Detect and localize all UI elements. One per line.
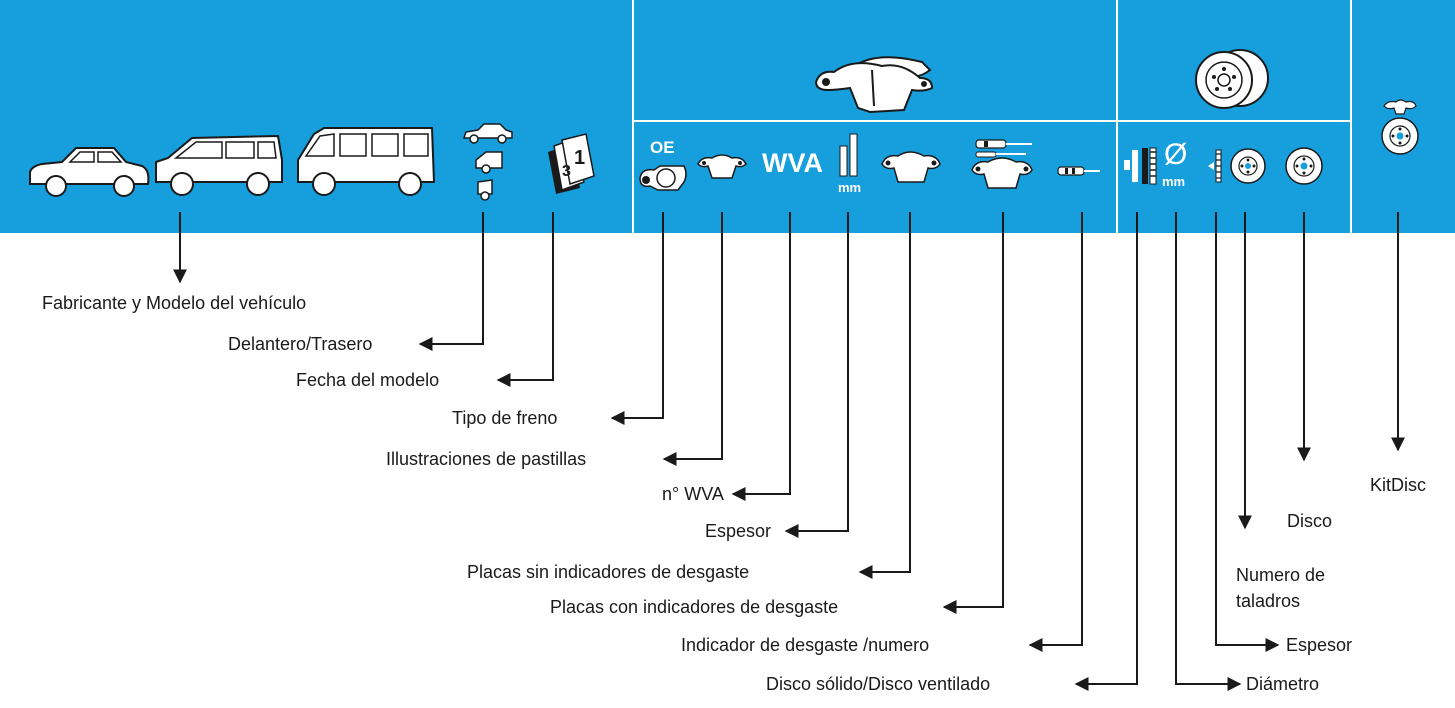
label-front-rear: Delantero/Trasero	[228, 334, 373, 354]
leader-pads-with	[942, 212, 1004, 614]
leader-thickness	[784, 212, 849, 538]
label-wva-number: n° WVA	[662, 484, 724, 504]
discs-pair-icon	[1195, 49, 1269, 109]
diameter-symbol: Ø	[1164, 138, 1188, 171]
wear-indicator-icon	[1057, 166, 1100, 176]
pads-row-divider	[632, 120, 1116, 122]
van-icon	[297, 127, 436, 196]
svg-text:3: 3	[562, 163, 571, 180]
suv-icon	[155, 134, 283, 196]
leader-front-rear	[418, 212, 484, 351]
disc-thickness-holes-icon	[1208, 148, 1266, 184]
leader-model-date	[496, 212, 554, 387]
thickness-icon	[839, 133, 858, 177]
label-solid-ventilated: Disco sólido/Disco ventilado	[766, 674, 991, 694]
label-holes: Numero de taladros	[1236, 565, 1326, 611]
pad-with-indicator-icon	[971, 139, 1033, 189]
label-wear-indicator: Indicador de desgaste /numero	[681, 635, 930, 655]
label-pad-illustrations: Illustraciones de pastillas	[386, 449, 587, 469]
mm-label-diameter: mm	[1162, 174, 1186, 189]
disc-icon	[1285, 147, 1323, 185]
pad-illustration-icon	[697, 154, 747, 179]
kitdisc-icon	[1381, 99, 1419, 155]
leader-wva	[731, 212, 791, 501]
section-divider-pads	[632, 0, 634, 233]
label-brake-type: Tipo de freno	[452, 408, 558, 428]
leader-disc-thickness	[1215, 212, 1280, 652]
label-pads-with: Placas con indicadores de desgaste	[550, 597, 839, 617]
leader-diameter	[1175, 212, 1242, 691]
label-thickness: Espesor	[705, 521, 772, 541]
disc-profile-icon	[1124, 147, 1157, 185]
leader-pad-illustrations	[662, 212, 723, 466]
front-rear-cars-icon	[462, 123, 513, 201]
leader-solid-ventilated	[1074, 212, 1138, 691]
label-kitdisc: KitDisc	[1370, 475, 1427, 495]
leader-pads-without	[858, 212, 911, 579]
pad-no-indicator-icon	[881, 151, 941, 183]
oe-label: OE	[650, 138, 675, 157]
wva-label: WVA	[762, 148, 823, 178]
header-band	[0, 0, 1455, 233]
section-divider-kitdisc	[1350, 0, 1352, 233]
sedan-car-icon	[29, 147, 150, 197]
caliper-icon	[639, 165, 687, 191]
label-disc-thickness: Espesor	[1286, 635, 1353, 655]
label-model-date: Fecha del modelo	[296, 370, 440, 390]
brake-pads-icon	[814, 56, 934, 114]
leader-brake-type	[610, 212, 664, 425]
discs-row-divider	[1116, 120, 1350, 122]
label-pads-without: Placas sin indicadores de desgaste	[467, 562, 750, 582]
label-disc: Disco	[1287, 511, 1333, 531]
leader-wear-indicator	[1028, 212, 1083, 652]
section-divider-discs	[1116, 0, 1118, 233]
label-diameter: Diámetro	[1246, 674, 1320, 694]
calendar-icon: 1 3	[548, 133, 595, 194]
mm-label-thickness: mm	[838, 180, 862, 195]
svg-text:1: 1	[574, 147, 585, 169]
label-vehicle: Fabricante y Modelo del vehículo	[42, 293, 307, 313]
